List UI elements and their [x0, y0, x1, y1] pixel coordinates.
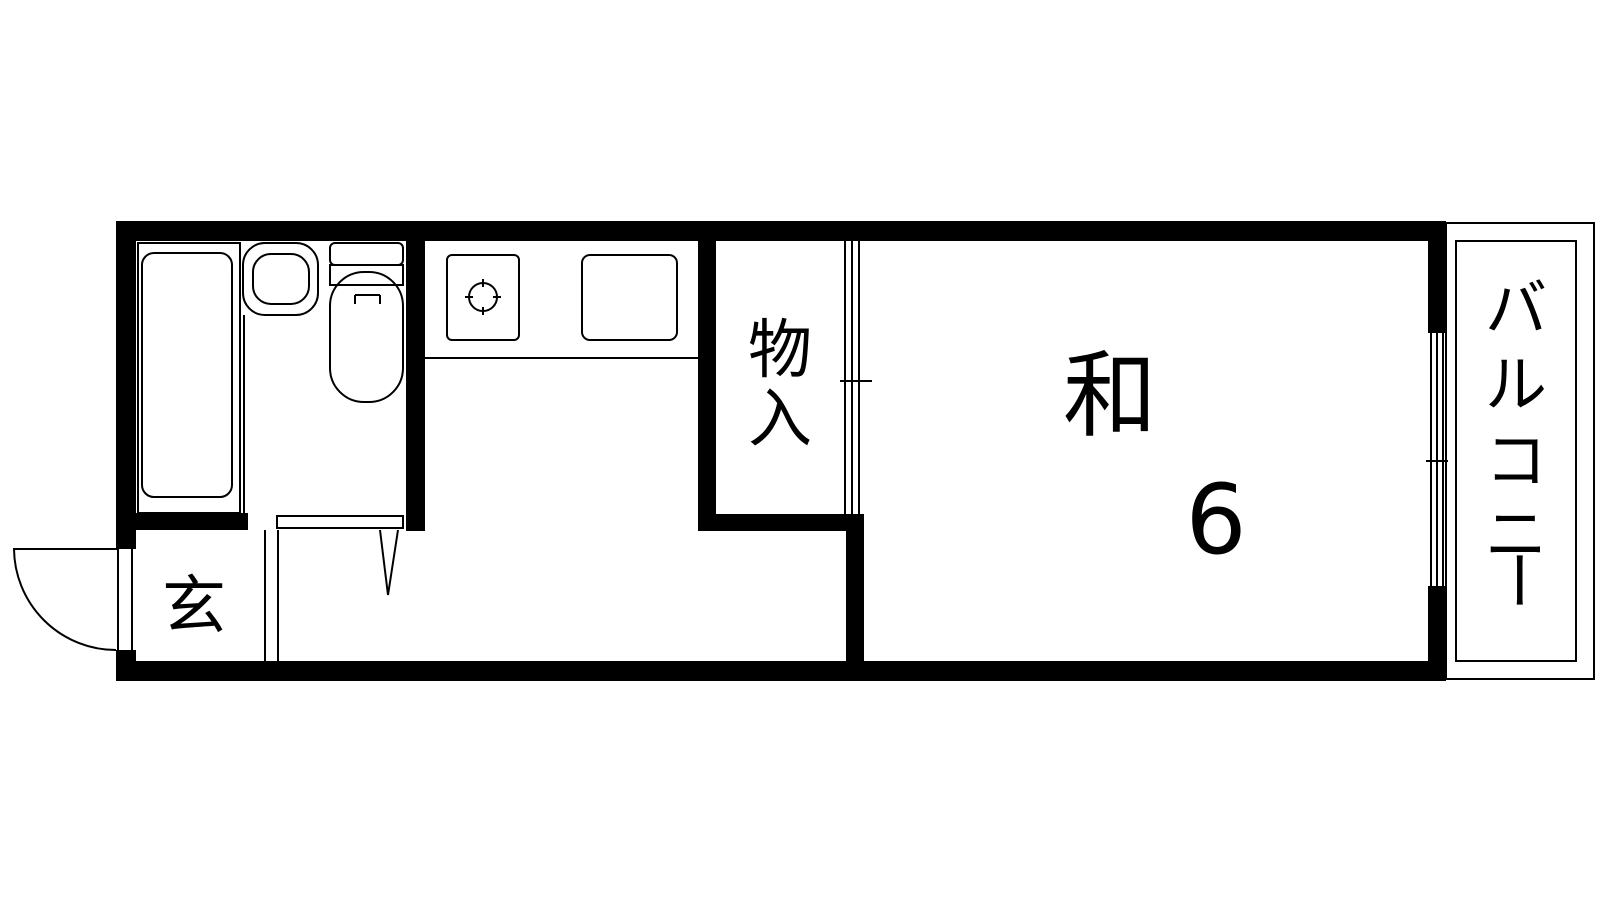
balcony-label-char: ー	[1481, 549, 1554, 611]
stove-icon	[446, 254, 520, 341]
bathtub	[137, 242, 241, 514]
balcony-label-char: ル	[1485, 348, 1547, 421]
balcony-label-char: バ	[1485, 272, 1547, 345]
walls	[116, 221, 1446, 681]
japanese-room-size: 6	[1185, 464, 1246, 576]
washbasin	[242, 242, 319, 316]
balcony-label-char: コ	[1485, 424, 1547, 497]
storage-label-line2: 入	[748, 383, 812, 457]
japanese-room-label: 和	[1063, 342, 1157, 451]
storage-sliding-door	[840, 241, 872, 514]
entrance-door	[12, 548, 133, 651]
balcony-window	[1426, 333, 1448, 586]
balcony-label-char: ニ	[1485, 498, 1547, 571]
entrance-label: 玄	[162, 570, 226, 644]
bathroom-door	[276, 515, 404, 596]
balcony-label: バ ル コ ニ ー	[1481, 272, 1554, 611]
entrance-step	[264, 530, 279, 661]
balcony	[1445, 222, 1595, 680]
storage-label-line1: 物	[748, 314, 812, 388]
sink-icon	[581, 254, 678, 341]
toilet	[329, 242, 404, 403]
